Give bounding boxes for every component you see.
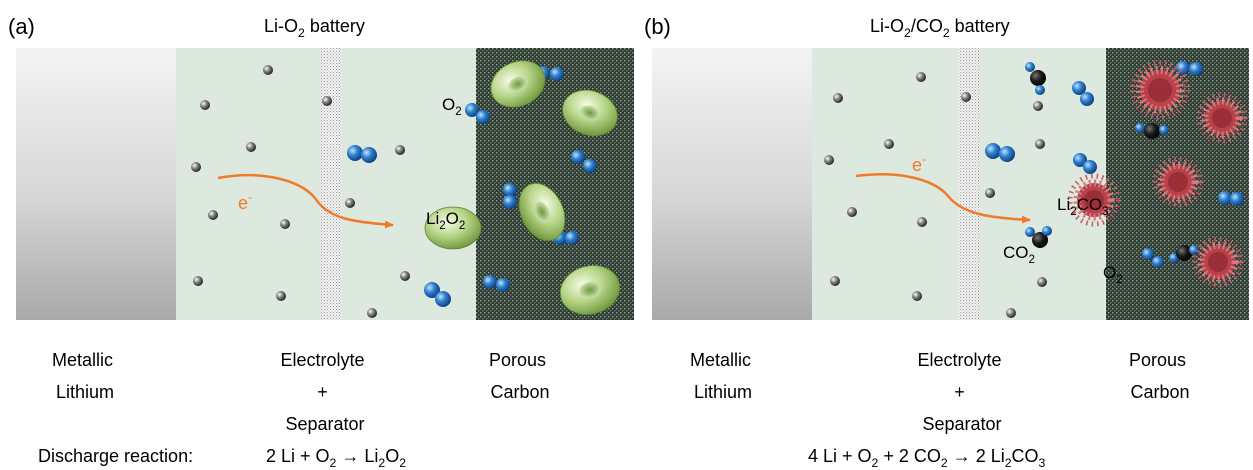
separator	[958, 48, 980, 320]
li2co3-particle	[1192, 236, 1244, 288]
caption-cathode: Porous Carbon	[1129, 350, 1191, 402]
co2-molecule	[1135, 123, 1169, 139]
lithium-ion	[400, 271, 410, 281]
lithium-ion	[917, 217, 927, 227]
co2-label: CO2	[1003, 243, 1035, 266]
li2o2-particles	[424, 60, 621, 315]
caption-anode: Metallic Lithium	[690, 350, 756, 402]
lithium-ion	[191, 162, 201, 172]
lithium-ion	[1006, 308, 1016, 318]
o2-molecules	[985, 61, 1244, 268]
lithium-ion	[830, 276, 840, 286]
lithium-ion	[263, 65, 273, 75]
co2-molecules	[1025, 62, 1199, 263]
o2-molecule	[1073, 153, 1097, 174]
o2-label: O2	[1103, 263, 1123, 286]
li2co3-label: Li2CO3	[1057, 195, 1109, 218]
discharge-reaction-a: 2 Li + O2 → Li2O2	[266, 446, 406, 470]
lithium-ion	[1037, 277, 1047, 287]
lithium-ion	[345, 198, 355, 208]
li2o2-toroid	[518, 182, 566, 242]
lithium-ion	[912, 291, 922, 301]
li2o2-label: Li2O2	[426, 209, 465, 232]
li2o2-particle	[424, 206, 482, 250]
lithium-ion	[208, 210, 218, 220]
separator	[320, 48, 342, 320]
lithium-ion	[246, 142, 256, 152]
panel-b-title: Li-O2/CO2 battery	[870, 16, 1010, 40]
metallic-lithium-anode	[652, 48, 812, 320]
li2co3-particles	[1067, 60, 1248, 288]
lithium-ion	[916, 72, 926, 82]
panel-a: (a) Li-O2 battery	[8, 14, 634, 470]
electron-arrow	[855, 173, 1031, 224]
lithium-ion	[961, 92, 971, 102]
reaction-prefix: Discharge reaction:	[38, 446, 193, 466]
o2-molecule	[1218, 191, 1244, 206]
lithium-ion	[322, 96, 332, 106]
lithium-ion	[1033, 101, 1043, 111]
lithium-ion	[193, 276, 203, 286]
electron-label: e-	[238, 190, 252, 213]
li2co3-particle	[1152, 156, 1204, 208]
caption-electrolyte-separator: Electrolyte + Separator	[280, 350, 369, 434]
lithium-ion	[280, 219, 290, 229]
electron-label: e-	[912, 152, 926, 175]
discharge-reaction-b: 4 Li + O2 + 2 CO2 → 2 Li2CO3	[808, 446, 1046, 470]
panel-b: (b) Li-O2/CO2 battery	[644, 14, 1249, 470]
o2-molecule	[1142, 248, 1164, 268]
metallic-lithium-anode	[16, 48, 176, 320]
o2-molecule	[465, 103, 490, 124]
panel-b-label: (b)	[644, 14, 671, 39]
lithium-ion	[367, 308, 377, 318]
caption-anode: Metallic Lithium	[52, 350, 118, 402]
lithium-ion	[1035, 139, 1045, 149]
lithium-ion	[276, 291, 286, 301]
lithium-ion	[847, 207, 857, 217]
lithium-ion-particles	[824, 72, 1047, 318]
caption-cathode: Porous Carbon	[489, 350, 551, 402]
lithium-ion	[395, 145, 405, 155]
electrolyte-region	[342, 48, 476, 320]
co2-molecule	[1169, 245, 1199, 263]
lithium-ion	[985, 188, 995, 198]
li2o2-toroid	[562, 89, 618, 137]
o2-molecule	[1072, 81, 1094, 106]
li2co3-particle	[1196, 92, 1248, 144]
li2co3-particle	[1130, 60, 1190, 120]
lithium-ion	[833, 93, 843, 103]
co2-molecule	[1025, 62, 1046, 95]
o2-label: O2	[442, 95, 462, 118]
lithium-ion	[200, 100, 210, 110]
o2-molecule	[483, 275, 510, 292]
li2o2-toroid	[490, 60, 546, 108]
li2o2-toroid	[559, 265, 621, 315]
panel-a-title: Li-O2 battery	[264, 16, 365, 40]
o2-molecule	[424, 282, 451, 307]
co2-molecule	[1025, 226, 1052, 248]
lithium-ion-particles	[191, 65, 410, 318]
lithium-ion	[824, 155, 834, 165]
li2co3-particle	[1067, 173, 1121, 227]
o2-molecule	[571, 150, 597, 173]
o2-molecule	[503, 183, 517, 209]
lithium-ion	[884, 139, 894, 149]
caption-electrolyte-separator: Electrolyte + Separator	[917, 350, 1006, 434]
electron-arrow	[217, 174, 394, 229]
o2-molecule	[985, 143, 1015, 162]
o2-molecule	[347, 145, 377, 163]
panel-a-label: (a)	[8, 14, 35, 39]
